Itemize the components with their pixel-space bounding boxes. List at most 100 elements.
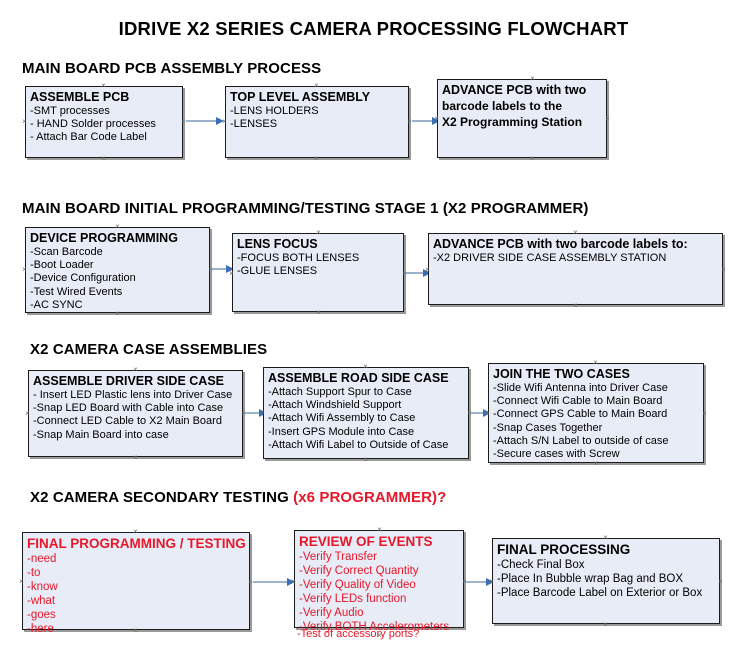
box-overflow-line: -Test of accessory ports? <box>297 628 420 640</box>
section-heading-1-text: MAIN BOARD PCB ASSEMBLY PROCESS <box>22 60 322 77</box>
arrow-head-icon <box>423 269 431 277</box>
process-box-advance-pcb-2[interactable]: ADVANCE PCB with two barcode labels to: … <box>428 233 723 305</box>
box-line: -Connect Wifi Cable to Main Board <box>493 395 663 408</box>
arrow-shaft <box>212 268 227 270</box>
section-heading-3-text: X2 CAMERA CASE ASSEMBLIES <box>30 341 268 358</box>
box-line: -LENSES <box>230 118 278 131</box>
section-heading-4-text: X2 CAMERA SECONDARY TESTING <box>30 489 294 506</box>
box-line: -FOCUS BOTH LENSES <box>237 252 360 264</box>
box-line: -Attach S/N Label to outside of case <box>493 434 669 447</box>
arrow-head-icon <box>216 117 224 125</box>
section-heading-2-text: MAIN BOARD INITIAL PROGRAMMING/TESTING S… <box>22 200 589 217</box>
box-line: -Attach Windshield Support <box>268 399 402 412</box>
process-box-final-processing[interactable]: FINAL PROCESSING -Check Final Box -Place… <box>492 538 720 624</box>
box-line: -Scan Barcode <box>30 246 103 258</box>
box-line: barcode labels to the <box>442 99 563 113</box>
box-line: -Boot Loader <box>30 259 94 272</box>
box-line: -Snap Main Board into case <box>33 428 169 441</box>
section-heading-4-red-text: (x6 PROGRAMMER)? <box>293 489 447 506</box>
box-header: ASSEMBLE ROAD SIDE CASE <box>268 371 449 385</box>
process-box-advance-pcb-1[interactable]: ADVANCE PCB with two barcode labels to t… <box>437 79 607 158</box>
section-heading-1: MAIN BOARD PCB ASSEMBLY PROCESS <box>22 60 321 77</box>
box-header: FINAL PROGRAMMING / TESTING <box>27 536 246 551</box>
arrow-shaft <box>412 120 433 122</box>
box-line: -Slide Wifi Antenna into Driver Case <box>493 382 668 394</box>
process-box-assemble-pcb[interactable]: ASSEMBLE PCB -SMT processes - HAND Solde… <box>25 86 183 158</box>
box-line: - Insert LED Plastic lens into Driver Ca… <box>33 389 233 401</box>
box-line: -Secure cases with Screw <box>493 448 620 461</box>
box-header: FINAL PROCESSING <box>497 542 631 557</box>
box-line: X2 Programming Station <box>442 115 583 129</box>
arrow-shaft <box>253 581 288 583</box>
connector-arrow <box>471 409 491 417</box>
arrow-shaft <box>471 412 484 414</box>
arrow-head-icon <box>287 578 295 586</box>
connector-arrow <box>412 117 440 125</box>
box-line: -Verify LEDs function <box>299 593 407 605</box>
box-line: -Snap LED Board with Cable into Case <box>33 402 224 415</box>
box-line: -Attach Wifi Assembly to Case <box>268 412 416 425</box>
arrow-shaft <box>466 581 487 583</box>
box-line: - Attach Bar Code Label <box>30 131 147 144</box>
box-header: TOP LEVEL ASSEMBLY <box>230 90 371 104</box>
box-header: ADVANCE PCB with two barcode labels to: <box>433 237 688 251</box>
connector-arrow <box>212 265 234 273</box>
process-box-assemble-road-side-case[interactable]: ASSEMBLE ROAD SIDE CASE -Attach Support … <box>263 367 469 459</box>
box-line: -AC SYNC <box>30 298 83 311</box>
box-header: ADVANCE PCB with two <box>442 83 587 97</box>
process-box-device-programming[interactable]: DEVICE PROGRAMMING -Scan Barcode -Boot L… <box>25 227 210 313</box>
section-heading-2: MAIN BOARD INITIAL PROGRAMMING/TESTING S… <box>22 200 589 217</box>
box-header: LENS FOCUS <box>237 237 318 251</box>
connector-arrow <box>253 578 295 586</box>
box-line: - HAND Solder processes <box>30 118 156 131</box>
arrow-head-icon <box>226 265 234 273</box>
arrow-shaft <box>245 412 260 414</box>
box-line: -SMT processes <box>30 105 110 117</box>
box-line: -Insert GPS Module into Case <box>268 425 415 438</box>
box-line: -LENS HOLDERS <box>230 105 319 117</box>
box-line: -Verify Correct Quantity <box>299 565 419 577</box>
box-line: -Attach Wifi Label to Outside of Case <box>268 438 449 451</box>
arrow-shaft <box>186 120 217 122</box>
arrow-head-icon <box>486 578 494 586</box>
process-box-lens-focus[interactable]: LENS FOCUS -FOCUS BOTH LENSES -GLUE LENS… <box>232 233 404 312</box>
process-box-join-the-two-cases[interactable]: JOIN THE TWO CASES -Slide Wifi Antenna i… <box>488 363 704 463</box>
box-line: -Attach Support Spur to Case <box>268 386 412 398</box>
arrow-head-icon <box>432 117 440 125</box>
process-box-assemble-driver-side-case[interactable]: ASSEMBLE DRIVER SIDE CASE - Insert LED P… <box>28 370 243 457</box>
box-header: JOIN THE TWO CASES <box>493 367 630 381</box>
box-line: -Place In Bubble wrap Bag and BOX <box>497 573 684 585</box>
box-header: ASSEMBLE DRIVER SIDE CASE <box>33 374 225 388</box>
box-line: -Connect LED Cable to X2 Main Board <box>33 415 222 428</box>
box-line: -know <box>27 581 58 593</box>
box-line: -Check Final Box <box>497 559 585 571</box>
page-title: IDRIVE X2 SERIES CAMERA PROCESSING FLOWC… <box>118 18 629 39</box>
box-line: -here <box>27 623 54 635</box>
connector-arrow <box>406 269 431 277</box>
box-line: -what <box>27 595 56 607</box>
box-header: ASSEMBLE PCB <box>30 90 130 104</box>
box-line: -Connect GPS Cable to Main Board <box>493 408 668 421</box>
box-header: DEVICE PROGRAMMING <box>30 231 178 245</box>
box-line: -Device Configuration <box>30 272 136 285</box>
arrow-shaft <box>406 272 424 274</box>
box-line: -Snap Cases Together <box>493 421 603 434</box>
box-line: -Verify Quality of Video <box>299 579 416 591</box>
box-line: -need <box>27 553 57 565</box>
section-heading-4: X2 CAMERA SECONDARY TESTING (x6 PROGRAMM… <box>30 489 446 506</box>
box-line: -Verify BOTH Accelerometers <box>299 621 450 633</box>
box-line: -Test Wired Events <box>30 285 123 298</box>
connector-arrow <box>466 578 494 586</box>
box-line: -to <box>27 567 41 579</box>
process-box-final-programming-testing[interactable]: FINAL PROGRAMMING / TESTING -need -to -k… <box>22 532 250 635</box>
box-line: -Place Barcode Label on Exterior or Box <box>497 587 703 599</box>
process-box-review-of-events[interactable]: REVIEW OF EVENTS -Verify Transfer -Verif… <box>294 530 464 633</box>
box-line: -X2 DRIVER SIDE CASE ASSEMBLY STATION <box>433 252 667 264</box>
box-line: -GLUE LENSES <box>237 265 318 278</box>
box-header: REVIEW OF EVENTS <box>299 534 433 549</box>
section-heading-3: X2 CAMERA CASE ASSEMBLIES <box>30 341 267 358</box>
box-line: -Verify Transfer <box>299 551 377 563</box>
box-line: -goes <box>27 609 56 621</box>
process-box-top-level-assembly[interactable]: TOP LEVEL ASSEMBLY -LENS HOLDERS -LENSES <box>225 86 409 158</box>
